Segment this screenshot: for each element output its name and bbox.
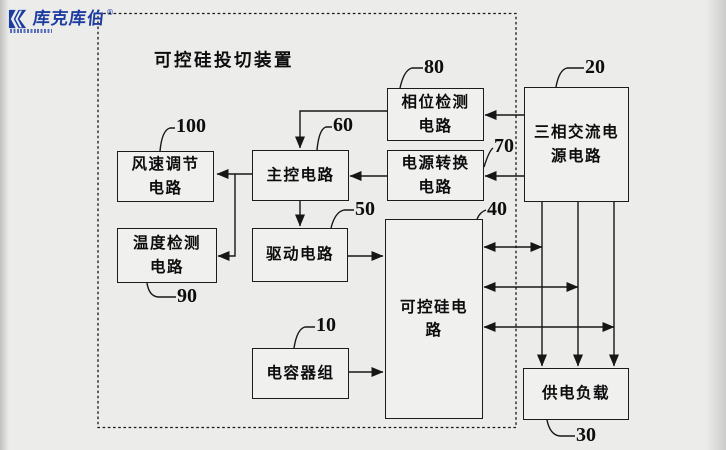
brand-subtitle-text	[10, 29, 52, 33]
brand-name: 库克库伯	[31, 9, 107, 29]
block-label: 温度检测 电路	[132, 234, 201, 276]
leader-60	[316, 126, 332, 151]
leader-90	[146, 282, 176, 298]
leader-30	[546, 419, 575, 437]
left-edge-shade	[0, 0, 9, 450]
ref-10: 10	[316, 314, 336, 336]
block-label: 可控硅电 路	[399, 297, 468, 339]
block-main-control: 主控电路	[252, 150, 349, 201]
block-label: 三相交流电 源电路	[533, 123, 619, 165]
ref-40: 40	[487, 198, 507, 220]
block-label: 电容器组	[266, 363, 335, 382]
block-three-phase-source: 三相交流电 源电路	[524, 87, 629, 202]
block-label: 电源转换 电路	[401, 154, 470, 196]
ref-20: 20	[585, 56, 605, 78]
block-drive: 驱动电路	[252, 228, 348, 282]
leader-20	[555, 67, 584, 88]
block-thyristor: 可控硅电 路	[385, 219, 483, 419]
leader-100	[159, 127, 175, 152]
ref-100: 100	[176, 115, 206, 137]
block-label: 相位检测 电路	[401, 93, 470, 135]
block-label: 驱动电路	[265, 245, 334, 264]
leader-40	[476, 209, 487, 220]
ref-70: 70	[494, 135, 514, 157]
ref-50: 50	[355, 198, 375, 220]
leader-80	[399, 67, 423, 89]
block-supply-load: 供电负载	[523, 368, 629, 420]
block-power-conversion: 电源转换 电路	[387, 150, 484, 201]
leader-50	[330, 209, 354, 229]
right-edge-shade	[706, 0, 726, 450]
brand-k-icon	[8, 9, 27, 29]
block-phase-detection: 相位检测 电路	[387, 88, 484, 141]
device-title: 可控硅投切装置	[154, 51, 294, 71]
block-label: 供电负载	[541, 384, 610, 403]
ref-30: 30	[576, 424, 596, 446]
ref-60: 60	[333, 114, 353, 136]
brand-logo: 库克库伯 ®	[7, 8, 114, 33]
arrow-main-to-temperature	[217, 174, 236, 261]
leader-70	[483, 147, 494, 168]
block-label: 风速调节 电路	[131, 155, 200, 197]
leader-10	[293, 326, 315, 349]
block-wind-speed: 风速调节 电路	[117, 151, 214, 202]
registered-mark: ®	[106, 8, 114, 17]
ref-80: 80	[424, 56, 444, 78]
ref-90: 90	[177, 285, 197, 307]
block-capacitor-bank: 电容器组	[252, 348, 349, 399]
block-temperature: 温度检测 电路	[117, 228, 217, 283]
block-label: 主控电路	[266, 165, 335, 184]
